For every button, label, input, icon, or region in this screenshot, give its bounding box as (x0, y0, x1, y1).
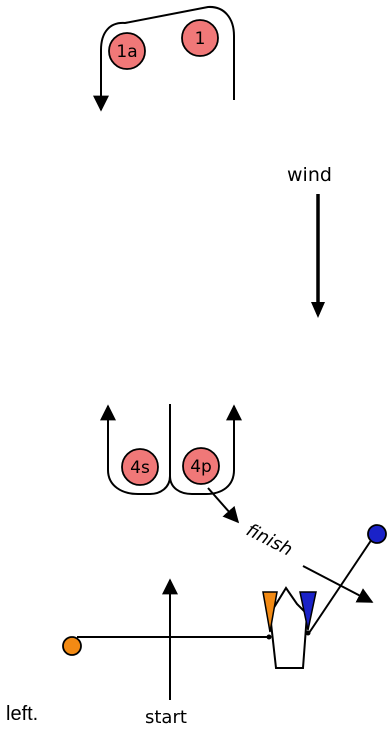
finish-line (308, 538, 373, 634)
leeward-rounding-left (107, 404, 171, 495)
boat-start-point (266, 634, 272, 640)
wind-label: wind (287, 164, 332, 186)
mark-1a-label: 1a (116, 42, 137, 62)
mark-4p[interactable]: 4p (182, 447, 220, 485)
mark-1a[interactable]: 1a (108, 32, 146, 70)
wind-arrow-head (311, 302, 325, 318)
finish-line-arrow (302, 565, 374, 603)
blue-flag-icon (299, 591, 317, 631)
orange-flag-icon (262, 591, 278, 633)
wind-indicator: wind (287, 164, 332, 318)
windward-marks-group: 1a 1 (93, 5, 235, 112)
mark-4s-label: 4s (130, 458, 150, 478)
windward-rounding-path (100, 5, 235, 102)
mark-1-label: 1 (195, 29, 206, 49)
finish-pin-ball[interactable] (367, 524, 387, 544)
leeward-gate-group: 4s 4p (100, 404, 242, 495)
finish-leg-arrow (207, 487, 240, 524)
start-pin-ball[interactable] (62, 636, 82, 656)
leeward-rounding-right (169, 410, 235, 495)
mark-4p-label: 4p (190, 457, 212, 477)
mark-4s[interactable]: 4s (121, 448, 159, 486)
committee-boat[interactable] (262, 586, 317, 669)
finish-label: finish (243, 520, 296, 561)
start-label: start (145, 707, 187, 728)
boat-finish-point (305, 630, 311, 636)
caption-text: left. (6, 703, 39, 725)
start-line-group: start (62, 578, 269, 728)
mark-1[interactable]: 1 (181, 19, 219, 57)
